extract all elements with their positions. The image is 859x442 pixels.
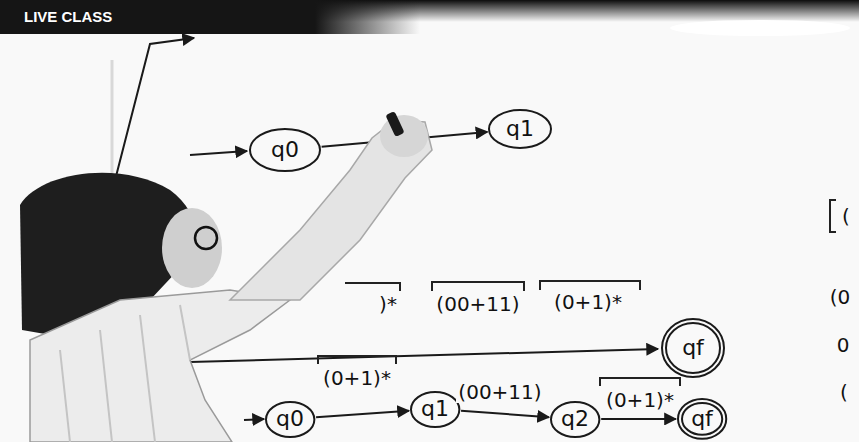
- marker-pen: [385, 111, 404, 137]
- state-name: qf: [682, 337, 704, 359]
- state-ring: [662, 319, 724, 377]
- cut-text: 0: [837, 334, 850, 356]
- transition-label: (0+1)*: [604, 389, 676, 411]
- state-name: qf: [691, 408, 713, 430]
- regex-part: )*: [379, 293, 397, 315]
- start-arrow: [190, 151, 247, 155]
- transition-label: (00+11): [456, 381, 543, 403]
- transition-arrow: [461, 411, 549, 417]
- bracket: [345, 283, 400, 291]
- state-name: q0: [271, 139, 299, 161]
- final-state: qf: [677, 398, 727, 440]
- state-ring: [682, 403, 722, 435]
- state-name: q2: [561, 408, 589, 430]
- state-ring: [411, 392, 459, 427]
- transition-line: [190, 349, 658, 362]
- state-circle: q0: [249, 128, 321, 172]
- shirt: [30, 290, 290, 442]
- start-arrow: [244, 419, 264, 420]
- transition-arrow: [316, 411, 409, 417]
- bracket: [540, 281, 640, 290]
- final-state: qf: [661, 318, 725, 378]
- face: [162, 208, 222, 288]
- cut-text: (: [840, 381, 848, 403]
- caption-band: [0, 0, 420, 34]
- state-name: q1: [506, 118, 534, 140]
- cut-text: (0: [830, 286, 851, 308]
- regex-part: (00+11): [436, 293, 519, 315]
- transition-arrow: [601, 418, 676, 420]
- state-ring: [250, 129, 320, 171]
- state-name: q1: [421, 398, 449, 420]
- bracket: [318, 356, 396, 364]
- bracket: [830, 200, 836, 232]
- state-circle: q1: [410, 391, 460, 428]
- hand: [380, 115, 428, 157]
- stray-arrow: [112, 38, 194, 192]
- glasses: [195, 227, 217, 249]
- light-glare: [670, 20, 850, 36]
- regex-part: (0+1)*: [554, 291, 622, 313]
- state-ring: [489, 110, 551, 148]
- state-ring: [666, 323, 720, 373]
- bracket: [600, 378, 680, 386]
- shirt-stripes: [60, 305, 190, 442]
- bracket: [432, 282, 524, 291]
- state-ring: [678, 399, 726, 439]
- state-circle: q0: [265, 401, 315, 438]
- state-circle: q1: [488, 109, 552, 149]
- state-name: q0: [276, 408, 304, 430]
- cut-text: (: [842, 205, 850, 227]
- transition-label: (0+1)*: [321, 367, 393, 389]
- watermark: LIVE CLASS: [24, 9, 112, 26]
- state-ring: [551, 402, 599, 437]
- state-circle: q2: [550, 401, 600, 438]
- state-ring: [266, 402, 314, 437]
